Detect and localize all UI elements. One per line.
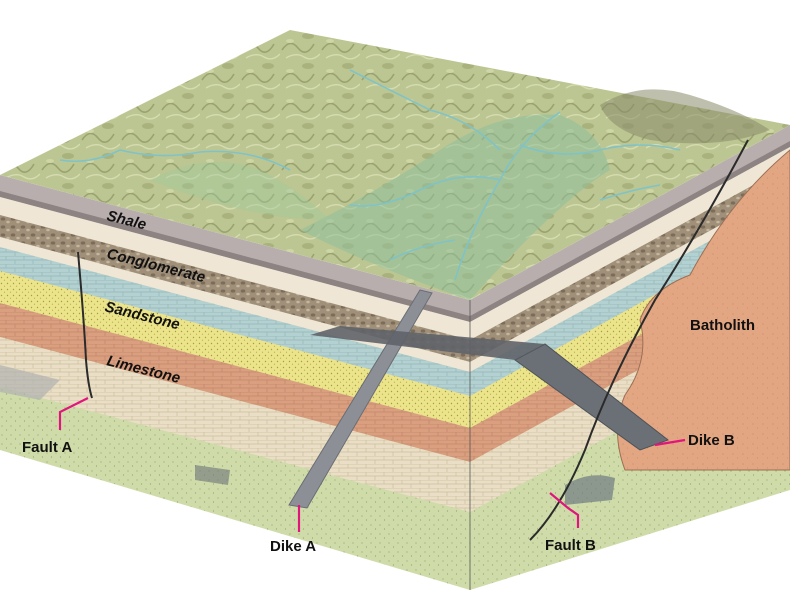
callout-fault-b: Fault B: [545, 492, 596, 554]
callout-dike-a: Dike A: [270, 505, 316, 555]
callout-dike-b: Dike B: [654, 432, 735, 449]
dike-b-top: [310, 326, 545, 360]
label-fault-b: Fault B: [545, 537, 596, 554]
label-batholith: Batholith: [690, 317, 755, 334]
fault-a: [77, 251, 93, 399]
dike-b: [514, 343, 670, 451]
label-dike-a: Dike A: [270, 538, 316, 555]
river-network: [59, 69, 681, 281]
fault-b: [529, 139, 749, 541]
label-fault-a: Fault A: [22, 439, 72, 456]
terrain-surface: [0, 30, 790, 300]
callout-fault-a: Fault A: [22, 397, 89, 456]
label-dike-b: Dike B: [688, 432, 735, 449]
